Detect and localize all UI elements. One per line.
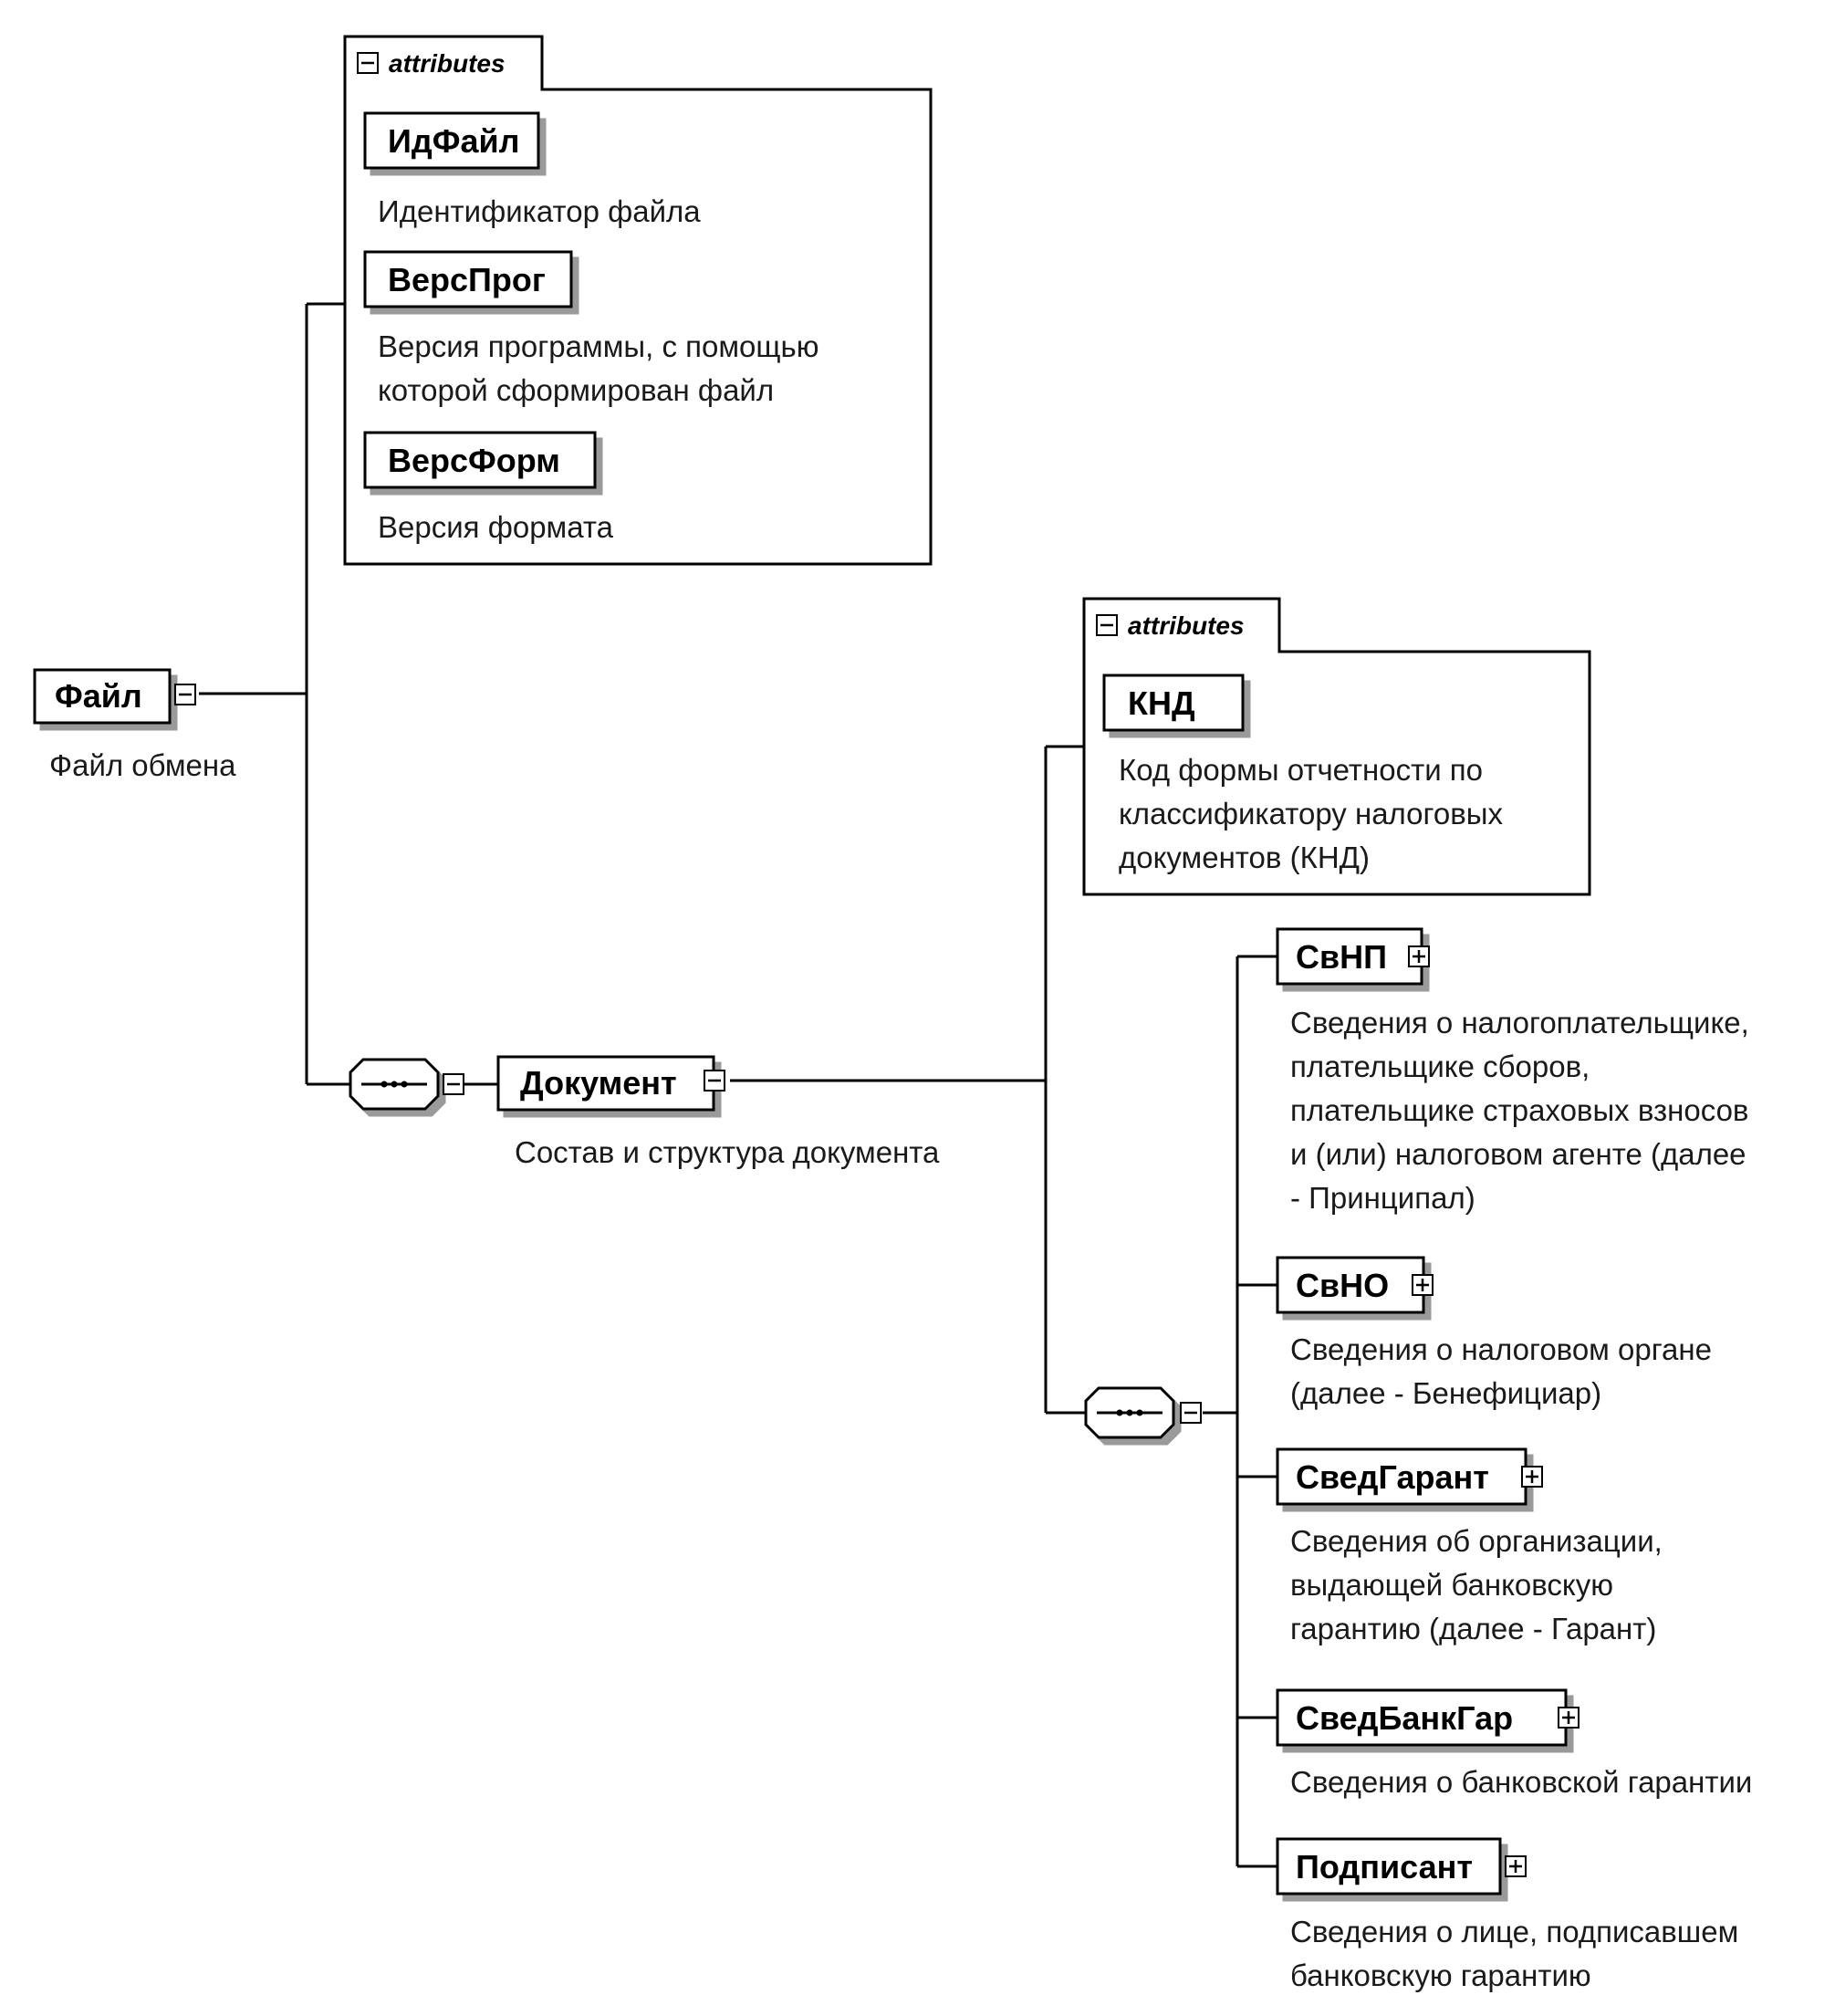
element-name: СведГарант	[1296, 1458, 1489, 1496]
child-element-svedbankgar[interactable]: СведБанкГар	[1276, 1688, 1580, 1747]
element-name: СвНП	[1296, 938, 1387, 976]
child-element-podpisant[interactable]: Подписант	[1276, 1837, 1527, 1896]
expand-icon[interactable]	[1558, 1707, 1580, 1729]
collapse-icon[interactable]	[704, 1070, 725, 1092]
attribute-desc: Код формы отчетности по	[1119, 753, 1483, 787]
expand-icon[interactable]	[1408, 945, 1430, 967]
element-desc: плательщике страховых взносов	[1290, 1093, 1748, 1127]
element-desc: - Принципал)	[1290, 1181, 1475, 1215]
element-desc: Состав и структура документа	[515, 1135, 940, 1169]
element-name: СведБанкГар	[1296, 1699, 1513, 1737]
attribute-desc: которой сформирован файл	[378, 373, 774, 407]
collapse-icon[interactable]	[1096, 614, 1118, 636]
file-attributes-panel: attributes ИдФайл Идентификатор файла Ве…	[343, 35, 933, 566]
sequence-compositor[interactable]	[1084, 1386, 1202, 1439]
element-desc: Сведения о лице, подписавшем	[1290, 1915, 1738, 1948]
attribute-idfile[interactable]: ИдФайл	[363, 111, 540, 170]
attribute-desc: Версия программы, с помощью	[378, 329, 818, 363]
attribute-desc: Версия формата	[378, 510, 614, 544]
element-desc: Сведения о налоговом органе	[1290, 1332, 1712, 1366]
attribute-desc: классификатору налоговых	[1119, 797, 1503, 830]
expand-icon[interactable]	[1505, 1855, 1527, 1877]
attribute-versprog[interactable]: ВерсПрог	[363, 250, 573, 308]
attribute-versform[interactable]: ВерсФорм	[363, 431, 597, 489]
collapse-icon[interactable]	[174, 684, 196, 705]
expand-icon[interactable]	[1521, 1466, 1543, 1488]
element-desc: Файл обмена	[49, 748, 236, 782]
element-desc: банковскую гарантию	[1290, 1959, 1591, 1992]
element-name: Подписант	[1296, 1848, 1473, 1885]
attribute-name: ВерсПрог	[388, 261, 546, 298]
child-element-svedgarant[interactable]: СведГарант	[1276, 1447, 1543, 1506]
attribute-name: ВерсФорм	[388, 442, 560, 479]
attribute-knd[interactable]: КНД	[1102, 674, 1245, 732]
attribute-desc: документов (КНД)	[1119, 841, 1370, 874]
attribute-name: КНД	[1128, 684, 1195, 722]
collapse-icon[interactable]	[357, 52, 379, 74]
element-desc: и (или) налоговом агенте (далее	[1290, 1137, 1746, 1171]
root-element[interactable]: Файл	[33, 668, 196, 725]
child-element-svnp[interactable]: СвНП	[1276, 927, 1430, 986]
collapse-icon[interactable]	[1180, 1402, 1202, 1424]
attributes-label: attributes	[1128, 611, 1245, 640]
element-name: Файл	[55, 677, 142, 715]
element-name: СвНО	[1296, 1267, 1389, 1304]
expand-icon[interactable]	[1412, 1274, 1434, 1296]
element-desc: плательщике сборов,	[1290, 1050, 1590, 1083]
attributes-label: attributes	[389, 49, 506, 78]
collapse-icon[interactable]	[443, 1073, 464, 1095]
element-desc: выдающей банковскую	[1290, 1568, 1613, 1602]
document-attributes-panel: attributes КНД Код формы отчетности по к…	[1082, 597, 1591, 896]
element-desc: гарантию (далее - Гарант)	[1290, 1612, 1656, 1645]
element-desc: Сведения об организации,	[1290, 1524, 1663, 1558]
attribute-name: ИдФайл	[388, 122, 519, 160]
child-element-svno[interactable]: СвНО	[1276, 1256, 1434, 1314]
element-desc: Сведения о налогоплательщике,	[1290, 1006, 1749, 1039]
element-desc: (далее - Бенефициар)	[1290, 1376, 1601, 1410]
attribute-desc: Идентификатор файла	[378, 194, 701, 228]
element-desc: Сведения о банковской гарантии	[1290, 1765, 1752, 1799]
sequence-compositor[interactable]	[349, 1058, 464, 1111]
element-name: Документ	[520, 1064, 677, 1102]
connector-lines	[199, 302, 1277, 1868]
document-element[interactable]: Документ	[496, 1055, 725, 1112]
